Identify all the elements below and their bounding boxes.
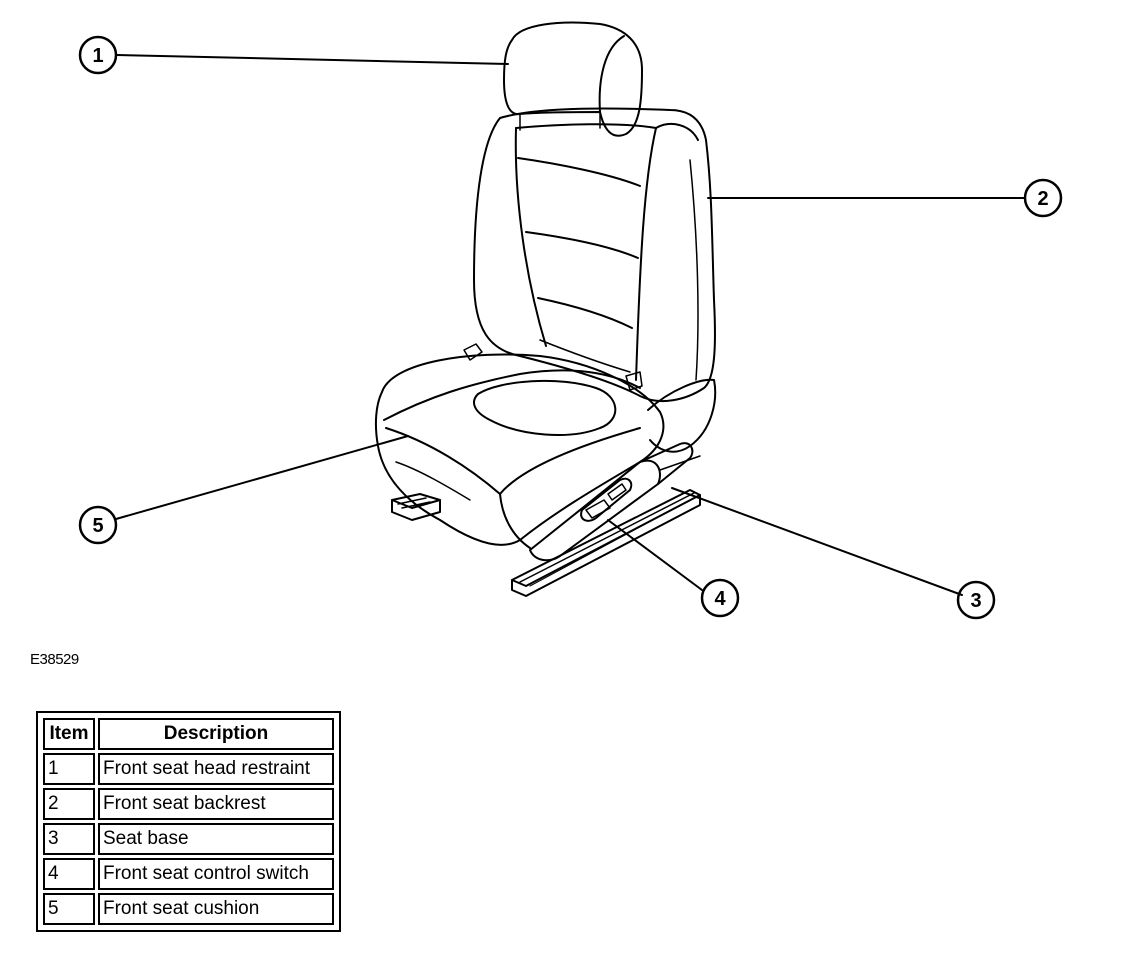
row-item: 5 [43,893,95,925]
figure-id: E38529 [30,651,79,668]
legend-header-row: Item Description [43,718,334,750]
callout-5-label: 5 [92,515,103,537]
callout-1-label: 1 [92,45,103,67]
row-description: Front seat head restraint [98,753,334,785]
row-description: Seat base [98,823,334,855]
table-row: 4 Front seat control switch [43,858,334,890]
row-description: Front seat cushion [98,893,334,925]
legend-grid: Item Description 1 Front seat head restr… [40,715,337,928]
callout-5: 5 [78,505,118,545]
header-item: Item [43,718,95,750]
callout-3-label: 3 [970,590,981,612]
table-row: 5 Front seat cushion [43,893,334,925]
legend-table: Item Description 1 Front seat head restr… [36,711,341,932]
table-row: 3 Seat base [43,823,334,855]
row-item: 3 [43,823,95,855]
table-row: 2 Front seat backrest [43,788,334,820]
row-item: 1 [43,753,95,785]
row-item: 4 [43,858,95,890]
callout-4-label: 4 [714,588,726,610]
header-description: Description [98,718,334,750]
seat-backrest [463,107,717,453]
callout-3: 3 [956,580,996,620]
row-description: Front seat backrest [98,788,334,820]
callout-2: 2 [1023,178,1063,218]
head-restraint [503,21,643,137]
callout-4: 4 [700,578,740,618]
row-description: Front seat control switch [98,858,334,890]
callout-1: 1 [78,35,118,75]
table-row: 1 Front seat head restraint [43,753,334,785]
seat-cushion [374,353,665,549]
row-item: 2 [43,788,95,820]
seat-base-trim [529,442,701,562]
leader-lines [115,54,1026,596]
seat-rails [391,489,701,597]
callout-2-label: 2 [1037,188,1048,210]
seat-illustration: 1 2 3 4 5 [78,21,1063,620]
